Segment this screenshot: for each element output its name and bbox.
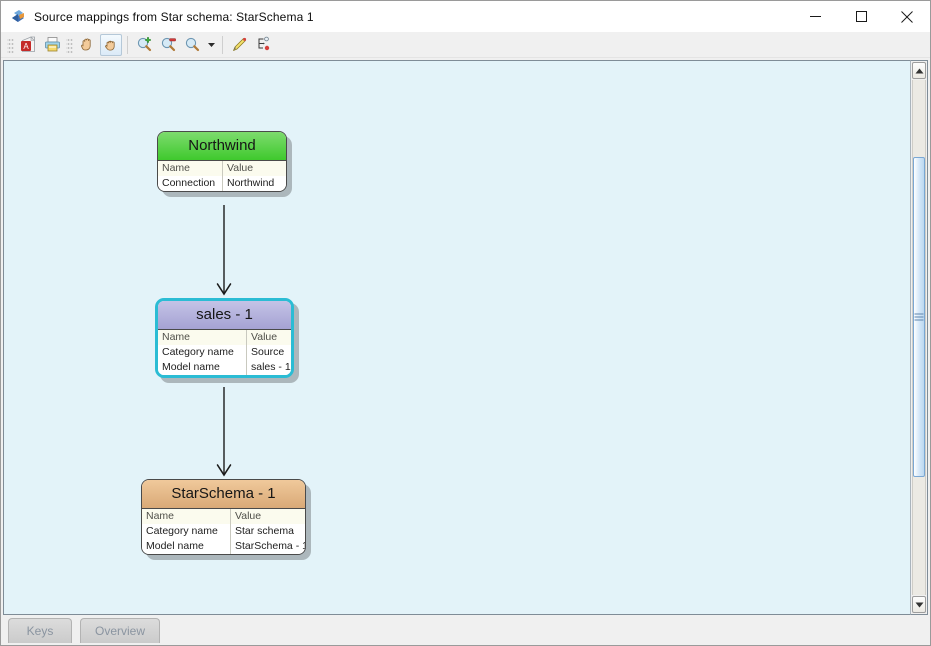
column-header-name: Name	[158, 330, 247, 345]
bottom-tab-bar: Keys Overview	[1, 615, 930, 645]
chevron-down-icon[interactable]	[204, 34, 218, 56]
toolbar-grip-2[interactable]	[66, 36, 73, 53]
diagram-node-sales-1[interactable]: sales - 1 Name Value Category name Sourc…	[155, 298, 299, 383]
close-button[interactable]	[884, 1, 930, 32]
row-name: Model name	[142, 539, 231, 554]
zoom-button[interactable]	[181, 34, 203, 56]
select-tool-button[interactable]	[76, 34, 98, 56]
window-controls	[792, 1, 930, 32]
node-title: StarSchema - 1	[142, 480, 305, 509]
table-row: Connection Northwind	[158, 176, 286, 191]
column-header-value: Value	[246, 330, 291, 345]
node-box: Northwind Name Value Connection Northwin…	[157, 131, 287, 192]
table-header-row: Name Value	[158, 330, 291, 345]
diagram-node-starschema-1[interactable]: StarSchema - 1 Name Value Category name …	[141, 479, 311, 560]
grip-lines-icon	[914, 313, 924, 321]
row-name: Model name	[158, 360, 247, 375]
node-properties-table: Name Value Connection Northwind	[158, 161, 286, 191]
toolbar-separator	[127, 35, 128, 54]
zoom-in-button[interactable]	[133, 34, 155, 56]
tab-keys[interactable]: Keys	[8, 618, 72, 643]
toolbar: A	[1, 32, 930, 58]
row-value: Star schema	[235, 525, 294, 537]
column-header-name: Name	[158, 161, 223, 176]
window-title: Source mappings from Star schema: StarSc…	[34, 9, 314, 24]
node-title: sales - 1	[158, 301, 291, 330]
diagram-area: Northwind Name Value Connection Northwin…	[1, 58, 930, 615]
column-header-value: Value	[230, 509, 305, 524]
table-header-row: Name Value	[158, 161, 286, 176]
column-header-name: Name	[142, 509, 231, 524]
node-box: sales - 1 Name Value Category name Sourc…	[155, 298, 294, 378]
table-row: Model name sales - 1	[158, 360, 291, 375]
diagram-icon	[10, 9, 26, 25]
zoom-out-button[interactable]	[157, 34, 179, 56]
vertical-scrollbar[interactable]	[910, 60, 928, 615]
node-box: StarSchema - 1 Name Value Category name …	[141, 479, 306, 555]
table-row: Model name StarSchema - 1	[142, 539, 305, 554]
diagram-canvas[interactable]: Northwind Name Value Connection Northwin…	[3, 60, 910, 615]
table-header-row: Name Value	[142, 509, 305, 524]
row-value: sales - 1	[251, 361, 291, 373]
table-row: Category name Star schema	[142, 524, 305, 539]
tab-label: Keys	[26, 624, 54, 638]
row-value: Northwind	[227, 177, 275, 189]
title-bar: Source mappings from Star schema: StarSc…	[1, 1, 930, 32]
diagram-node-northwind[interactable]: Northwind Name Value Connection Northwin…	[157, 131, 292, 197]
print-button[interactable]	[41, 34, 63, 56]
row-name: Category name	[142, 524, 231, 539]
hierarchy-button[interactable]	[252, 34, 274, 56]
column-header-value: Value	[222, 161, 286, 176]
toolbar-separator-2	[222, 35, 223, 54]
row-name: Connection	[158, 176, 223, 191]
toolbar-grip[interactable]	[7, 36, 14, 53]
row-value: Source	[251, 346, 285, 358]
maximize-button[interactable]	[838, 1, 884, 32]
node-title: Northwind	[158, 132, 286, 161]
scrollbar-track[interactable]	[912, 80, 926, 595]
tab-overview[interactable]: Overview	[80, 618, 161, 643]
edit-button[interactable]	[228, 34, 250, 56]
pan-tool-button[interactable]	[100, 33, 122, 56]
tab-label: Overview	[95, 624, 146, 638]
scroll-down-button[interactable]	[912, 596, 926, 613]
export-pdf-button[interactable]: A	[17, 34, 39, 56]
diagram-edges	[216, 205, 232, 477]
svg-text:A: A	[23, 42, 29, 51]
scroll-up-button[interactable]	[912, 62, 926, 79]
minimize-button[interactable]	[792, 1, 838, 32]
node-properties-table: Name Value Category name Star schema Mod…	[142, 509, 305, 554]
table-row: Category name Source	[158, 345, 291, 360]
row-value: StarSchema - 1	[235, 540, 305, 552]
scrollbar-thumb[interactable]	[913, 157, 925, 477]
row-name: Category name	[158, 345, 247, 360]
node-properties-table: Name Value Category name Source Model na…	[158, 330, 291, 375]
